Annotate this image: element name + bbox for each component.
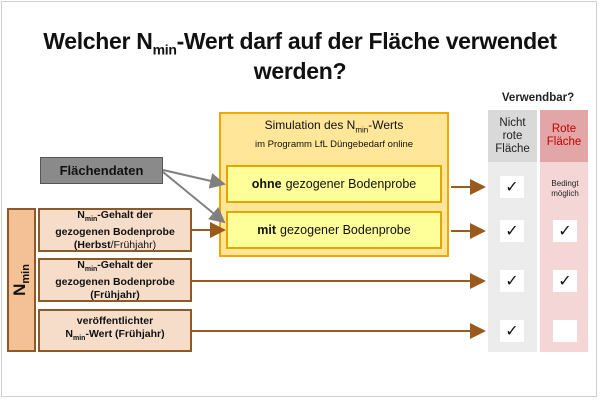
- check-row2-rote: ✓: [553, 220, 577, 242]
- check-row4-rote-empty: [553, 320, 577, 342]
- check-row3-rote: ✓: [553, 270, 577, 292]
- check-row1-nicht-rote: ✓: [500, 176, 524, 198]
- verwendbar-heading: Verwendbar?: [501, 92, 575, 104]
- check-row3-nicht-rote: ✓: [500, 270, 524, 292]
- source-bodenprobe-fruehjahr: Nmin-Gehalt der gezogenen Bodenprobe (Fr…: [38, 258, 192, 302]
- arrow-flaechendaten-to-mit: [162, 171, 226, 224]
- flaechendaten-box: Flächendaten: [40, 157, 163, 184]
- simulation-title: Simulation des Nmin-Werts im Programm Lf…: [219, 118, 449, 152]
- source-veroeffentlichter-wert: veröffentlichter Nmin-Wert (Frühjahr): [38, 309, 192, 352]
- nmin-sidebar: [7, 208, 36, 352]
- check-row4-nicht-rote: ✓: [500, 320, 524, 342]
- arrow-flaechendaten-to-ohne: [162, 169, 226, 189]
- check-row2-nicht-rote: ✓: [500, 220, 524, 242]
- source-bodenprobe-herbst-fruehjahr: Nmin-Gehalt der gezogenen Bodenprobe (He…: [38, 208, 192, 252]
- page-title: Welcher Nmin-Wert darf auf der Fläche ve…: [43, 28, 557, 84]
- simulation-subtitle: im Programm LfL Düngebedarf online: [254, 139, 414, 151]
